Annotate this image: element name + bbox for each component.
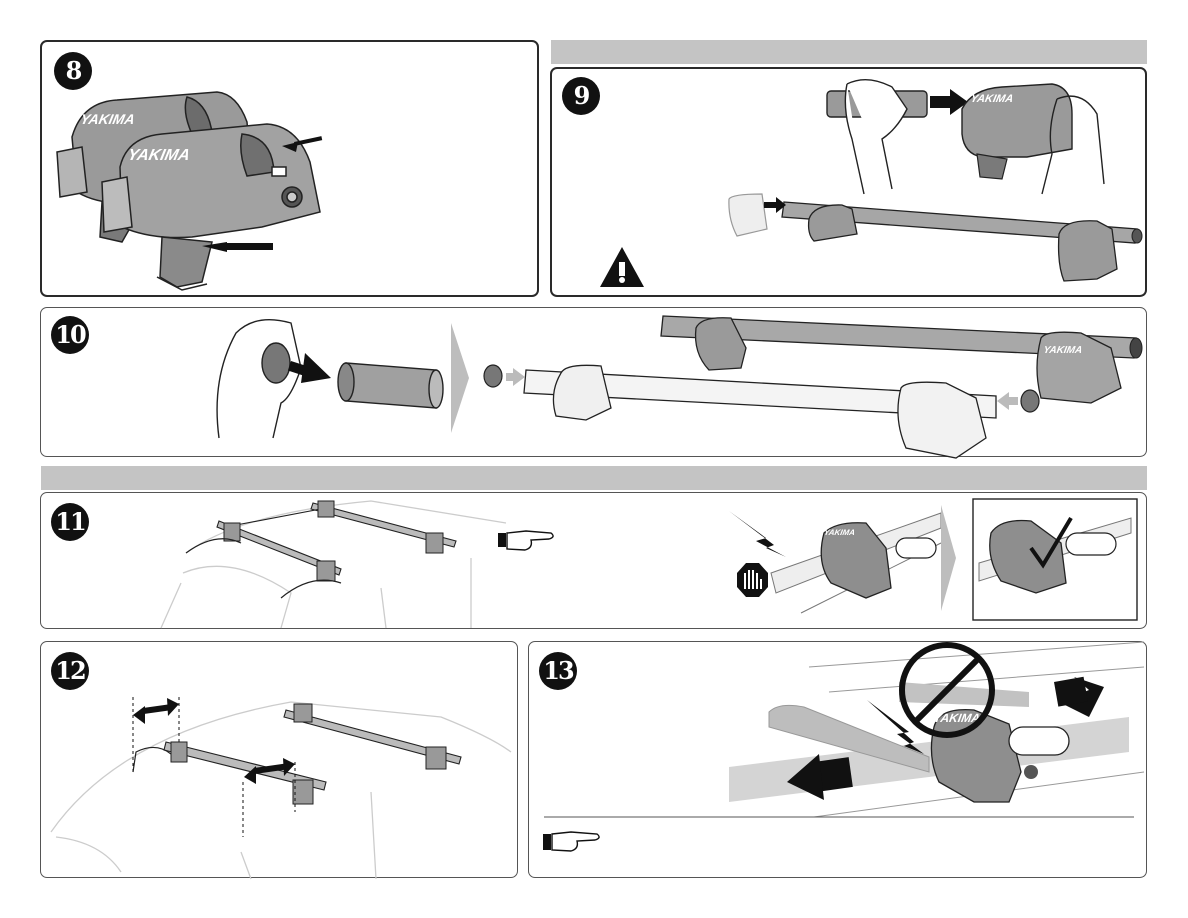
step-9-panel: 9 YAKIMA: [550, 67, 1147, 297]
brand-logo-front: YAKIMA: [126, 146, 192, 164]
end-cap-illustration: YAKIMA: [41, 308, 1148, 458]
section-band-middle: [41, 466, 1147, 490]
tower-front: YAKIMA: [102, 124, 320, 290]
arrow-icon: [202, 242, 273, 252]
lightning-bolt-icon: [729, 511, 786, 557]
arrow-icon: [1054, 677, 1104, 717]
brand-logo-step11: YAKIMA: [823, 528, 856, 537]
roof-install-illustration: YAKIMA: [41, 493, 1148, 630]
step-11-panel: 11 YAKIMA: [40, 492, 1147, 629]
step-10-panel: 10 YAKIMA: [40, 307, 1147, 457]
hand-left-illustration: [845, 80, 907, 194]
brand-logo-step10: YAKIMA: [1043, 345, 1084, 356]
double-arrow-icon: [133, 698, 179, 724]
step-13-panel: 13 YAKIMA: [528, 641, 1147, 878]
stop-hand-icon: [737, 563, 768, 597]
arrow-icon: [506, 368, 525, 386]
step-12-panel: 12: [40, 641, 518, 878]
pointing-hand-icon: [543, 832, 599, 851]
warning-triangle-icon: [600, 247, 644, 287]
tower-illustration-pair: YAKIMA YAKIMA: [42, 42, 541, 299]
load-direction-illustration: YAKIMA: [529, 642, 1148, 879]
spacing-adjust-illustration: [41, 642, 519, 879]
step-divider-chevron: [941, 505, 956, 611]
brand-logo-step9: YAKIMA: [969, 93, 1014, 105]
step-divider-chevron: [451, 323, 469, 433]
brand-logo-back: YAKIMA: [79, 111, 136, 127]
bar-insertion-illustration: YAKIMA: [552, 69, 1149, 299]
pointing-hand-icon: [498, 531, 553, 550]
step-8-panel: 8 YAKIMA YAKIMA: [40, 40, 539, 297]
section-band-top: [551, 40, 1147, 64]
hand-illustration: [217, 320, 301, 438]
arrow-icon: [997, 392, 1018, 410]
